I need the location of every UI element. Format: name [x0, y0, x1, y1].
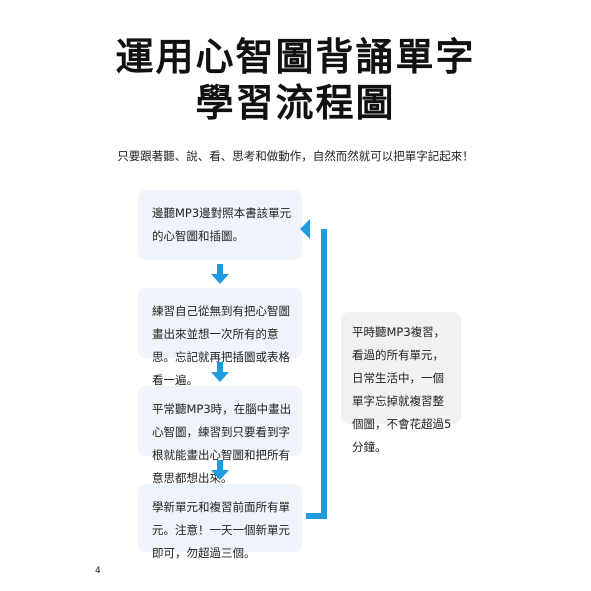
down-arrow-icon — [211, 460, 229, 480]
review-note-box: 平時聽MP3複習，看過的所有單元，日常生活中，一個單字忘掉就複習整個圖，不會花超… — [341, 312, 461, 454]
down-arrow-icon — [211, 362, 229, 382]
page-number: 4 — [95, 566, 101, 576]
flow-step-3: 平常聽MP3時，在腦中畫出心智圖，練習到只要看到字根就能畫出心智圖和把所有意思都… — [138, 386, 302, 485]
down-arrow-icon — [211, 264, 229, 284]
review-note-text: 平時聽MP3複習，看過的所有單元，日常生活中，一個單字忘掉就複習整個圖，不會花超… — [352, 325, 452, 454]
flow-step-4: 學新單元和複習前面所有單元。注意！一天一個新單元即可，勿超過三個。 — [138, 484, 302, 560]
flow-step-2-text: 練習自己從無到有把心智圖畫出來並想一次所有的意思。忘記就再把插圖或表格看一遍。 — [152, 304, 290, 387]
flow-step-1-text: 邊聽MP3邊對照本書該單元的心智圖和插圖。 — [152, 206, 292, 243]
flow-step-2: 練習自己從無到有把心智圖畫出來並想一次所有的意思。忘記就再把插圖或表格看一遍。 — [138, 288, 302, 387]
page-title-line-2: 學習流程圖 — [195, 81, 396, 125]
flow-step-1: 邊聽MP3邊對照本書該單元的心智圖和插圖。 — [138, 190, 302, 260]
page-subtitle: 只要跟著聽、說、看、思考和做動作，自然而然就可以把單字記起來！ — [117, 149, 474, 163]
loop-back-arrow-icon — [300, 219, 327, 519]
flow-step-4-text: 學新單元和複習前面所有單元。注意！一天一個新單元即可，勿超過三個。 — [152, 500, 290, 560]
page-title-line-1: 運用心智圖背誦單字 — [115, 35, 476, 79]
